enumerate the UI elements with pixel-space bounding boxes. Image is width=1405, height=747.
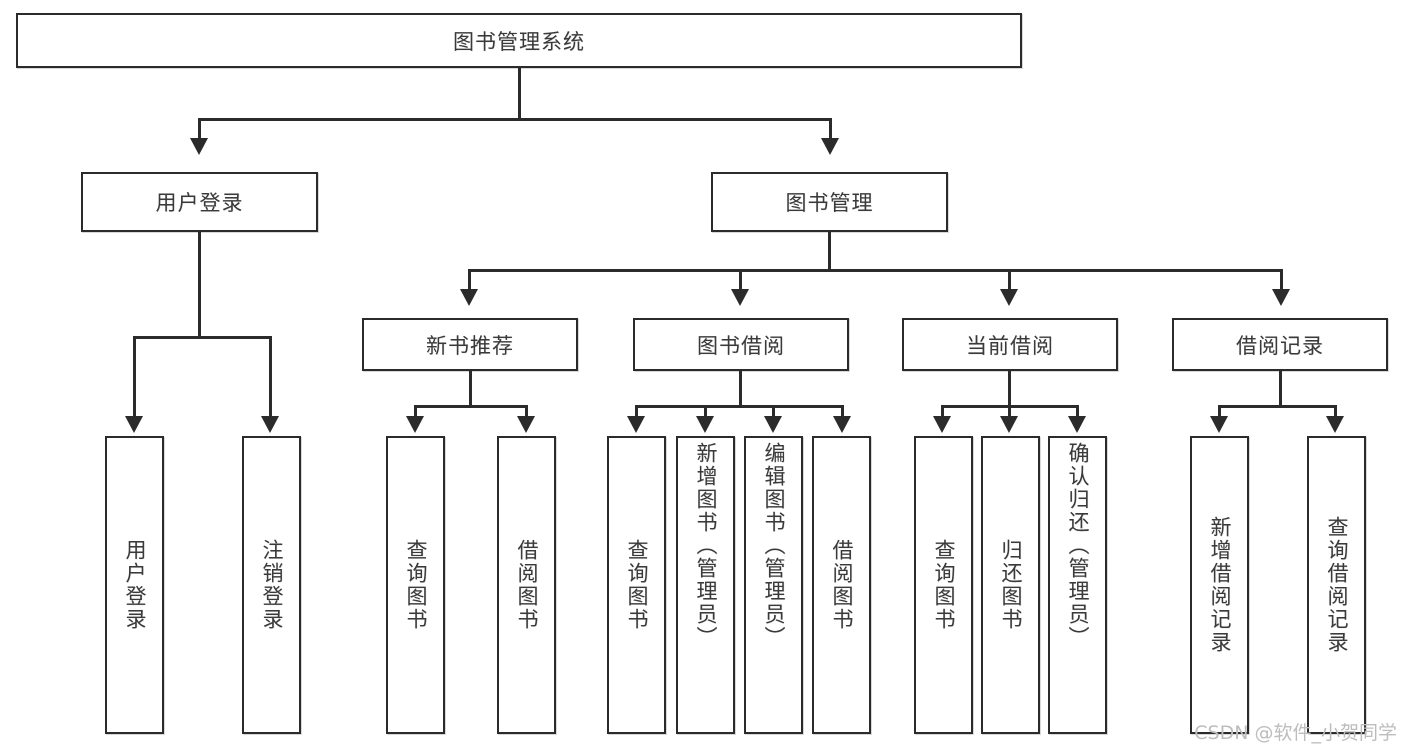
connector-borrow-record-stem (1279, 371, 1282, 407)
node-label: 查询图书 (404, 539, 428, 631)
connector-root-bus (198, 118, 832, 121)
node-leaf-user-login[interactable]: 用户登录 (105, 436, 164, 734)
node-label: 新增借阅记录 (1208, 516, 1232, 654)
node-label: 新增图书（管理员） (694, 442, 718, 649)
node-label: 借阅图书 (515, 539, 539, 631)
node-label: 归还图书 (999, 539, 1023, 631)
node-leaf-add-book[interactable]: 新增图书（管理员） (676, 436, 735, 734)
node-label: 借阅图书 (830, 539, 854, 631)
connector-user-login-to-leaf-1 (133, 336, 136, 418)
arrowhead-l3-current-borrow (1000, 289, 1018, 306)
connector-current-borrow-leaf-1 (941, 405, 944, 418)
connector-new-book-stem (469, 371, 472, 407)
connector-book-manage-to-l3-4 (1280, 269, 1283, 291)
connector-borrow-record-leaf-2 (1334, 405, 1337, 418)
connector-borrow-record-leaf-1 (1218, 405, 1221, 418)
node-book-management-system[interactable]: 图书管理系统 (16, 13, 1022, 68)
connector-current-borrow-leaf-2 (1008, 405, 1011, 418)
node-label: 注销登录 (260, 539, 284, 631)
node-leaf-borrow-book-2[interactable]: 借阅图书 (812, 436, 871, 734)
arrowhead-borrow-record-leaf-2 (1326, 416, 1344, 433)
arrowhead-root-to-book-manage (821, 138, 839, 155)
arrowhead-user-login-leaf-1 (125, 416, 143, 433)
connector-current-borrow-stem (1008, 371, 1011, 407)
connector-borrow-record-bus (1218, 405, 1337, 408)
arrowhead-book-borrow-leaf-4 (833, 416, 851, 433)
node-leaf-query-book-2[interactable]: 查询图书 (607, 436, 666, 734)
connector-book-borrow-leaf-1 (635, 405, 638, 418)
arrowhead-root-to-user-login (190, 138, 208, 155)
node-leaf-logout-login[interactable]: 注销登录 (242, 436, 301, 734)
arrowhead-l3-new-book-recommend (460, 289, 478, 306)
node-leaf-query-record[interactable]: 查询借阅记录 (1307, 436, 1366, 734)
arrowhead-current-borrow-leaf-2 (1000, 416, 1018, 433)
arrowhead-user-login-leaf-2 (261, 416, 279, 433)
arrowhead-new-book-leaf-2 (517, 416, 535, 433)
connector-book-borrow-bus (635, 405, 844, 408)
connector-book-borrow-stem (739, 371, 742, 407)
connector-book-manage-bus (468, 269, 1283, 272)
connector-user-login-stem (198, 232, 201, 338)
connector-book-manage-stem (828, 232, 831, 272)
connector-user-login-to-leaf-2 (269, 336, 272, 418)
node-leaf-query-book-3[interactable]: 查询图书 (914, 436, 973, 734)
node-label: 查询图书 (932, 539, 956, 631)
node-label: 用户登录 (123, 539, 147, 631)
node-leaf-add-record[interactable]: 新增借阅记录 (1190, 436, 1249, 734)
node-label: 图书管理系统 (453, 29, 585, 54)
node-current-borrow[interactable]: 当前借阅 (902, 318, 1118, 371)
node-leaf-edit-book[interactable]: 编辑图书（管理员） (744, 436, 803, 734)
node-label: 当前借阅 (966, 333, 1054, 358)
arrowhead-current-borrow-leaf-1 (933, 416, 951, 433)
connector-user-login-bus (133, 336, 271, 339)
node-leaf-borrow-book-1[interactable]: 借阅图书 (497, 436, 556, 734)
node-book-borrow[interactable]: 图书借阅 (633, 318, 849, 371)
node-label: 借阅记录 (1236, 333, 1324, 358)
connector-current-borrow-leaf-3 (1076, 405, 1079, 418)
arrowhead-book-borrow-leaf-1 (627, 416, 645, 433)
node-leaf-query-book-1[interactable]: 查询图书 (386, 436, 445, 734)
node-label: 查询图书 (625, 539, 649, 631)
node-label: 查询借阅记录 (1325, 516, 1349, 654)
node-label: 新书推荐 (426, 333, 514, 358)
connector-book-manage-to-l3-1 (468, 269, 471, 291)
connector-book-borrow-leaf-2 (704, 405, 707, 418)
node-label: 图书借阅 (697, 333, 785, 358)
node-borrow-record[interactable]: 借阅记录 (1172, 318, 1388, 371)
connector-new-book-leaf-2 (525, 405, 528, 418)
node-user-login[interactable]: 用户登录 (81, 172, 318, 232)
connector-new-book-bus (414, 405, 528, 408)
connector-book-manage-to-l3-3 (1008, 269, 1011, 291)
arrowhead-book-borrow-leaf-3 (764, 416, 782, 433)
node-leaf-return-book[interactable]: 归还图书 (981, 436, 1040, 734)
arrowhead-new-book-leaf-1 (406, 416, 424, 433)
connector-new-book-leaf-1 (414, 405, 417, 418)
node-label: 图书管理 (785, 191, 874, 215)
arrowhead-current-borrow-leaf-3 (1068, 416, 1086, 433)
node-label: 编辑图书（管理员） (762, 442, 786, 649)
connector-book-manage-to-l3-2 (739, 269, 742, 291)
connector-book-borrow-leaf-4 (841, 405, 844, 418)
node-book-management[interactable]: 图书管理 (711, 172, 948, 232)
node-new-book-recommend[interactable]: 新书推荐 (362, 318, 578, 371)
node-label: 用户登录 (155, 191, 244, 215)
connector-root-to-book-manage (829, 118, 832, 140)
arrowhead-book-borrow-leaf-2 (696, 416, 714, 433)
node-leaf-confirm-return[interactable]: 确认归还（管理员） (1048, 436, 1107, 734)
connector-root-to-user-login (198, 118, 201, 140)
arrowhead-l3-book-borrow (731, 289, 749, 306)
connector-book-borrow-leaf-3 (772, 405, 775, 418)
node-label: 确认归还（管理员） (1066, 442, 1090, 649)
arrowhead-l3-borrow-record (1272, 289, 1290, 306)
connector-root-stem (518, 68, 521, 120)
arrowhead-borrow-record-leaf-1 (1210, 416, 1228, 433)
